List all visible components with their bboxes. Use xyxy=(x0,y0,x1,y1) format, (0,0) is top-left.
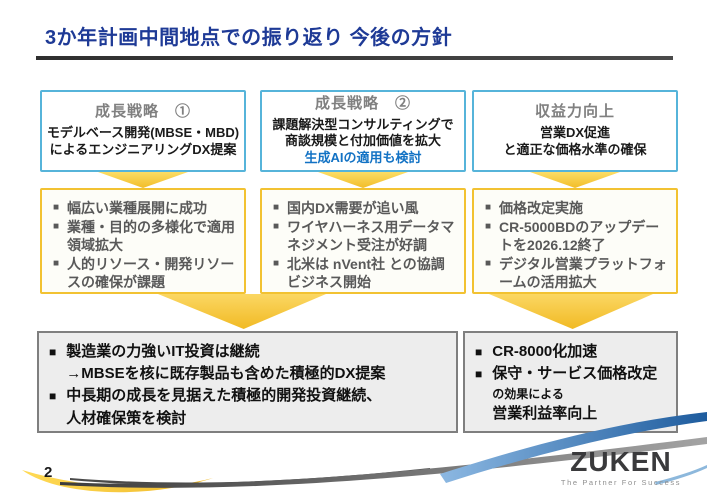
strategy-highlight: 生成AIの適用も検討 xyxy=(304,150,422,166)
funnel-arrow-icon xyxy=(158,294,326,329)
conclusion-subtext: 営業利益率向上 xyxy=(492,405,598,423)
list-item: ■国内DX需要が追い風 xyxy=(273,200,419,216)
down-arrow-icon xyxy=(98,172,188,188)
square-bullet-icon: ■ xyxy=(53,202,60,213)
page-number: 2 xyxy=(44,464,53,481)
square-bullet-icon: ■ xyxy=(485,221,492,233)
strategy-line: 営業DX促進 xyxy=(539,124,611,140)
status-box-3: ■価格改定実施 ■CR-5000BDのアップデートを2026.12終了 ■デジタ… xyxy=(472,188,678,294)
square-bullet-icon: ■ xyxy=(475,345,483,359)
square-bullet-icon: ■ xyxy=(53,258,60,270)
list-item: ■幅広い業種展開に成功 xyxy=(53,200,208,216)
list-item: ■北米は nVent社 との協調ビジネス開始 xyxy=(273,256,445,291)
strategy-header-2: 成長戦略 ② 課題解決型コンサルティングで 商談規模と付加価値を拡大 生成AIの… xyxy=(260,90,466,172)
list-item: ■人的リソース・開発リソースの確保が課題 xyxy=(53,256,235,291)
conclusion-subtext: →MBSEを核に既存製品も含めた積極的DX提案 xyxy=(66,365,386,383)
square-bullet-icon: ■ xyxy=(53,221,60,233)
blue-swoosh xyxy=(440,412,707,483)
thin-blue-swoosh xyxy=(655,465,707,485)
strategy-category-1: 成長戦略 ① xyxy=(94,103,191,121)
square-bullet-icon: ■ xyxy=(49,345,57,359)
logo-wordmark: ZUKEN xyxy=(570,446,672,477)
conclusion-box-right: ■ CR-8000化加速 ■ 保守・サービス価格改定 の効果による 営業利益率向… xyxy=(463,331,678,433)
strategy-header-1: 成長戦略 ① モデルベース開発(MBSE・MBD) によるエンジニアリングDX提… xyxy=(40,90,246,172)
conclusion-text: 中長期の成長を見据えた積極的開発投資継続、 人材確保策を検討 xyxy=(66,387,382,427)
square-bullet-icon: ■ xyxy=(485,202,492,213)
zuken-logo: ZUKEN The Partner For Success xyxy=(550,446,692,488)
strategy-header-3: 収益力向上 営業DX促進 と適正な価格水準の確保 xyxy=(472,90,678,172)
strategy-line: と適正な価格水準の確保 xyxy=(503,141,647,157)
strategy-category-3: 収益力向上 xyxy=(534,103,615,121)
title-divider xyxy=(36,56,673,60)
square-bullet-icon: ■ xyxy=(485,258,492,270)
conclusion-item: ■ 保守・サービス価格改定 の効果による 営業利益率向上 xyxy=(475,363,670,425)
list-item: ■CR-5000BDのアップデートを2026.12終了 xyxy=(485,219,660,254)
square-bullet-icon: ■ xyxy=(273,221,280,233)
conclusion-item: ■ 中長期の成長を見据えた積極的開発投資継続、 人材確保策を検討 xyxy=(49,385,450,429)
strategy-line: 商談規模と付加価値を拡大 xyxy=(284,133,441,149)
square-bullet-icon: ■ xyxy=(273,202,280,213)
strategy-category-2: 成長戦略 ② xyxy=(314,94,411,112)
down-arrow-icon xyxy=(318,172,408,188)
logo-tagline: The Partner For Success xyxy=(560,478,682,488)
list-item: ■デジタル営業プラットフォームの活用拡大 xyxy=(485,256,667,291)
square-bullet-icon: ■ xyxy=(475,367,483,382)
conclusion-box-left: ■ 製造業の力強いIT投資は継続 →MBSEを核に既存製品も含めた積極的DX提案… xyxy=(37,331,458,433)
page-title: 3か年計画中間地点での振り返り 今後の方針 xyxy=(45,27,453,49)
status-box-1: ■幅広い業種展開に成功 ■業種・目的の多様化で適用領域拡大 ■人的リソース・開発… xyxy=(40,188,246,294)
funnel-arrow-icon xyxy=(489,294,653,329)
conclusion-item: ■ CR-8000化加速 xyxy=(475,341,670,363)
conclusion-text: CR-8000化加速 xyxy=(492,343,598,360)
conclusion-subtext-small: の効果による xyxy=(492,387,564,402)
conclusion-text: 製造業の力強いIT投資は継続 xyxy=(66,343,260,360)
gray-swoosh xyxy=(60,437,707,488)
conclusion-text: 保守・サービス価格改定 xyxy=(492,365,658,383)
list-item: ■ワイヤハーネス用データマネジメント受注が好調 xyxy=(273,219,455,254)
list-item: ■業種・目的の多様化で適用領域拡大 xyxy=(53,219,236,254)
footer-swoosh xyxy=(22,412,707,493)
conclusion-item: ■ 製造業の力強いIT投資は継続 →MBSEを核に既存製品も含めた積極的DX提案 xyxy=(49,341,450,385)
list-item: ■価格改定実施 xyxy=(485,200,584,216)
strategy-line: 課題解決型コンサルティングで xyxy=(272,116,454,132)
strategy-line: モデルベース開発(MBSE・MBD) xyxy=(46,124,240,140)
down-arrow-icon xyxy=(530,172,620,188)
square-bullet-icon: ■ xyxy=(273,258,280,270)
strategy-line: によるエンジニアリングDX提案 xyxy=(49,141,237,157)
status-box-2: ■国内DX需要が追い風 ■ワイヤハーネス用データマネジメント受注が好調 ■北米は… xyxy=(260,188,466,294)
square-bullet-icon: ■ xyxy=(49,389,57,404)
